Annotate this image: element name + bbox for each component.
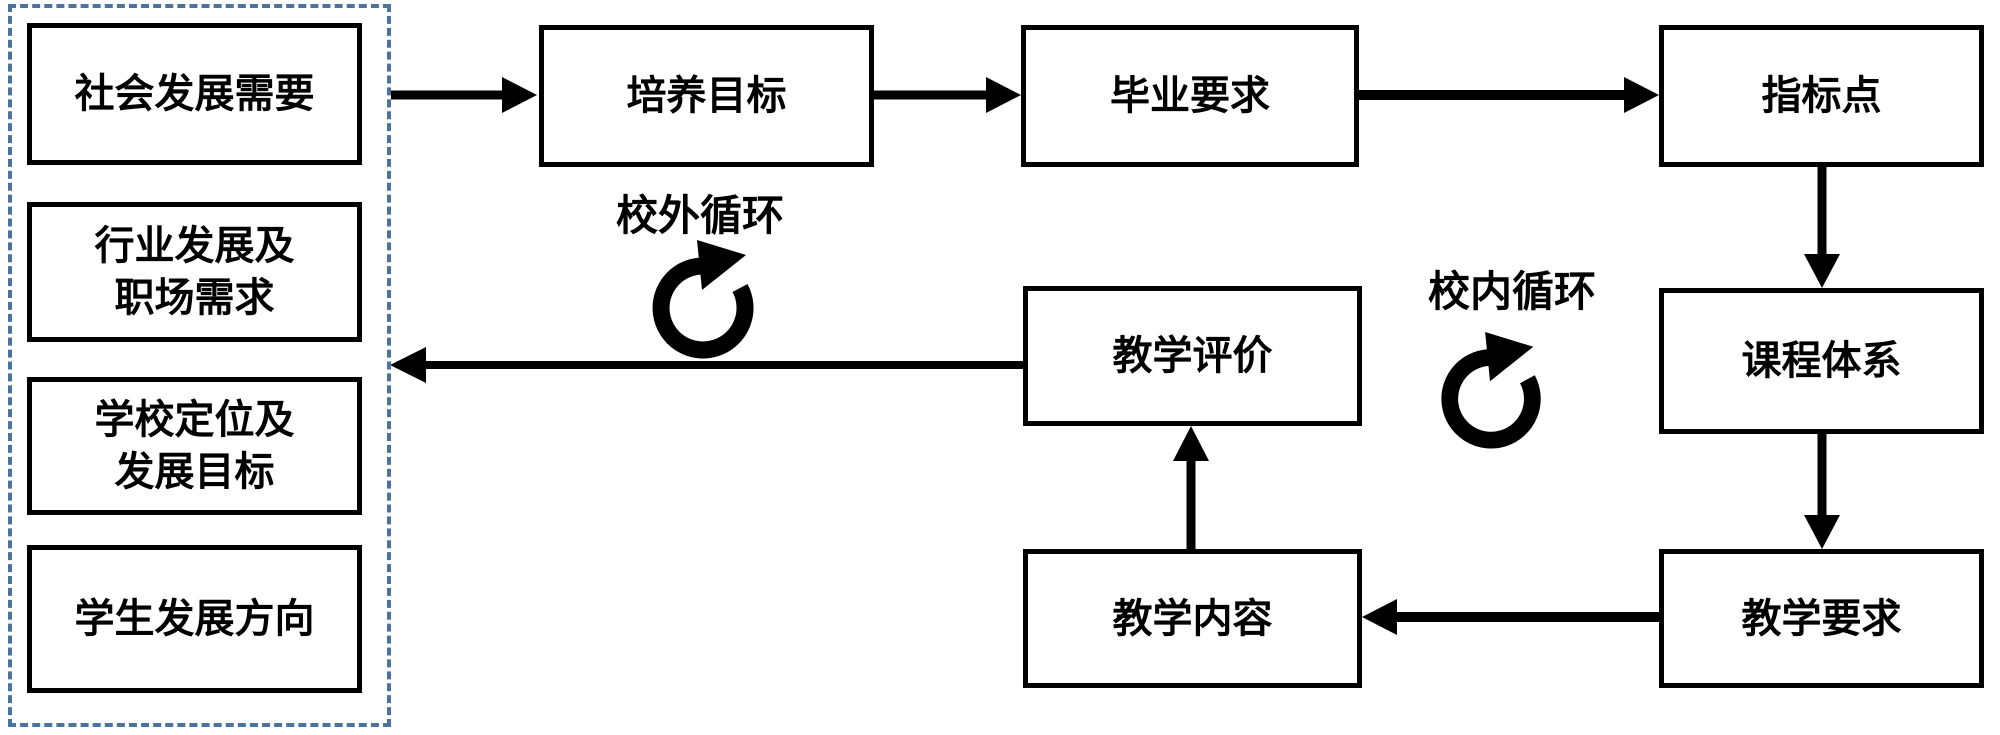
node-indicator-points: 指标点 [1659, 25, 1984, 167]
internal-cycle-loop-icon [1441, 332, 1541, 449]
node-training-goal: 培养目标 [539, 25, 874, 167]
input-box-social-needs: 社会发展需要 [27, 23, 362, 165]
arrow-teaching-req-to-teaching-content [1362, 599, 1659, 635]
node-label: 教学要求 [1741, 595, 1902, 641]
node-graduation-requirements: 毕业要求 [1021, 25, 1359, 167]
node-curriculum-system: 课程体系 [1659, 288, 1984, 434]
input-box-student-direction: 学生发展方向 [27, 545, 362, 693]
arrow-indicator-points-to-curriculum [1804, 167, 1840, 288]
arrow-curriculum-to-teaching-req [1804, 434, 1840, 549]
input-box-school-positioning: 学校定位及 发展目标 [27, 377, 362, 515]
node-teaching-content: 教学内容 [1023, 549, 1362, 688]
node-label: 课程体系 [1741, 338, 1902, 383]
node-label: 指标点 [1761, 73, 1882, 118]
input-box-industry-needs: 行业发展及 职场需求 [27, 202, 362, 342]
arrow-teaching-content-to-teaching-eval [1173, 426, 1209, 549]
arrow-inputs-to-training-goal [391, 77, 537, 113]
input-box-label: 行业发展及 职场需求 [94, 223, 295, 320]
input-box-label: 社会发展需要 [74, 71, 315, 116]
node-teaching-evaluation: 教学评价 [1023, 286, 1362, 426]
node-label: 培养目标 [626, 73, 787, 118]
node-label: 毕业要求 [1110, 73, 1270, 118]
node-label: 教学内容 [1112, 595, 1273, 641]
arrow-graduation-req-to-indicator-points [1359, 77, 1659, 113]
external-cycle-label: 校外循环 [615, 194, 784, 240]
external-cycle-loop-icon [652, 240, 754, 359]
input-box-label: 学生发展方向 [74, 596, 315, 641]
arrow-teaching-eval-to-inputs [390, 347, 1023, 383]
internal-cycle-label: 校内循环 [1427, 270, 1596, 316]
node-teaching-requirements: 教学要求 [1659, 549, 1984, 688]
arrow-training-goal-to-graduation-req [874, 77, 1021, 113]
node-label: 教学评价 [1112, 333, 1273, 378]
input-box-label: 学校定位及 发展目标 [94, 397, 295, 494]
